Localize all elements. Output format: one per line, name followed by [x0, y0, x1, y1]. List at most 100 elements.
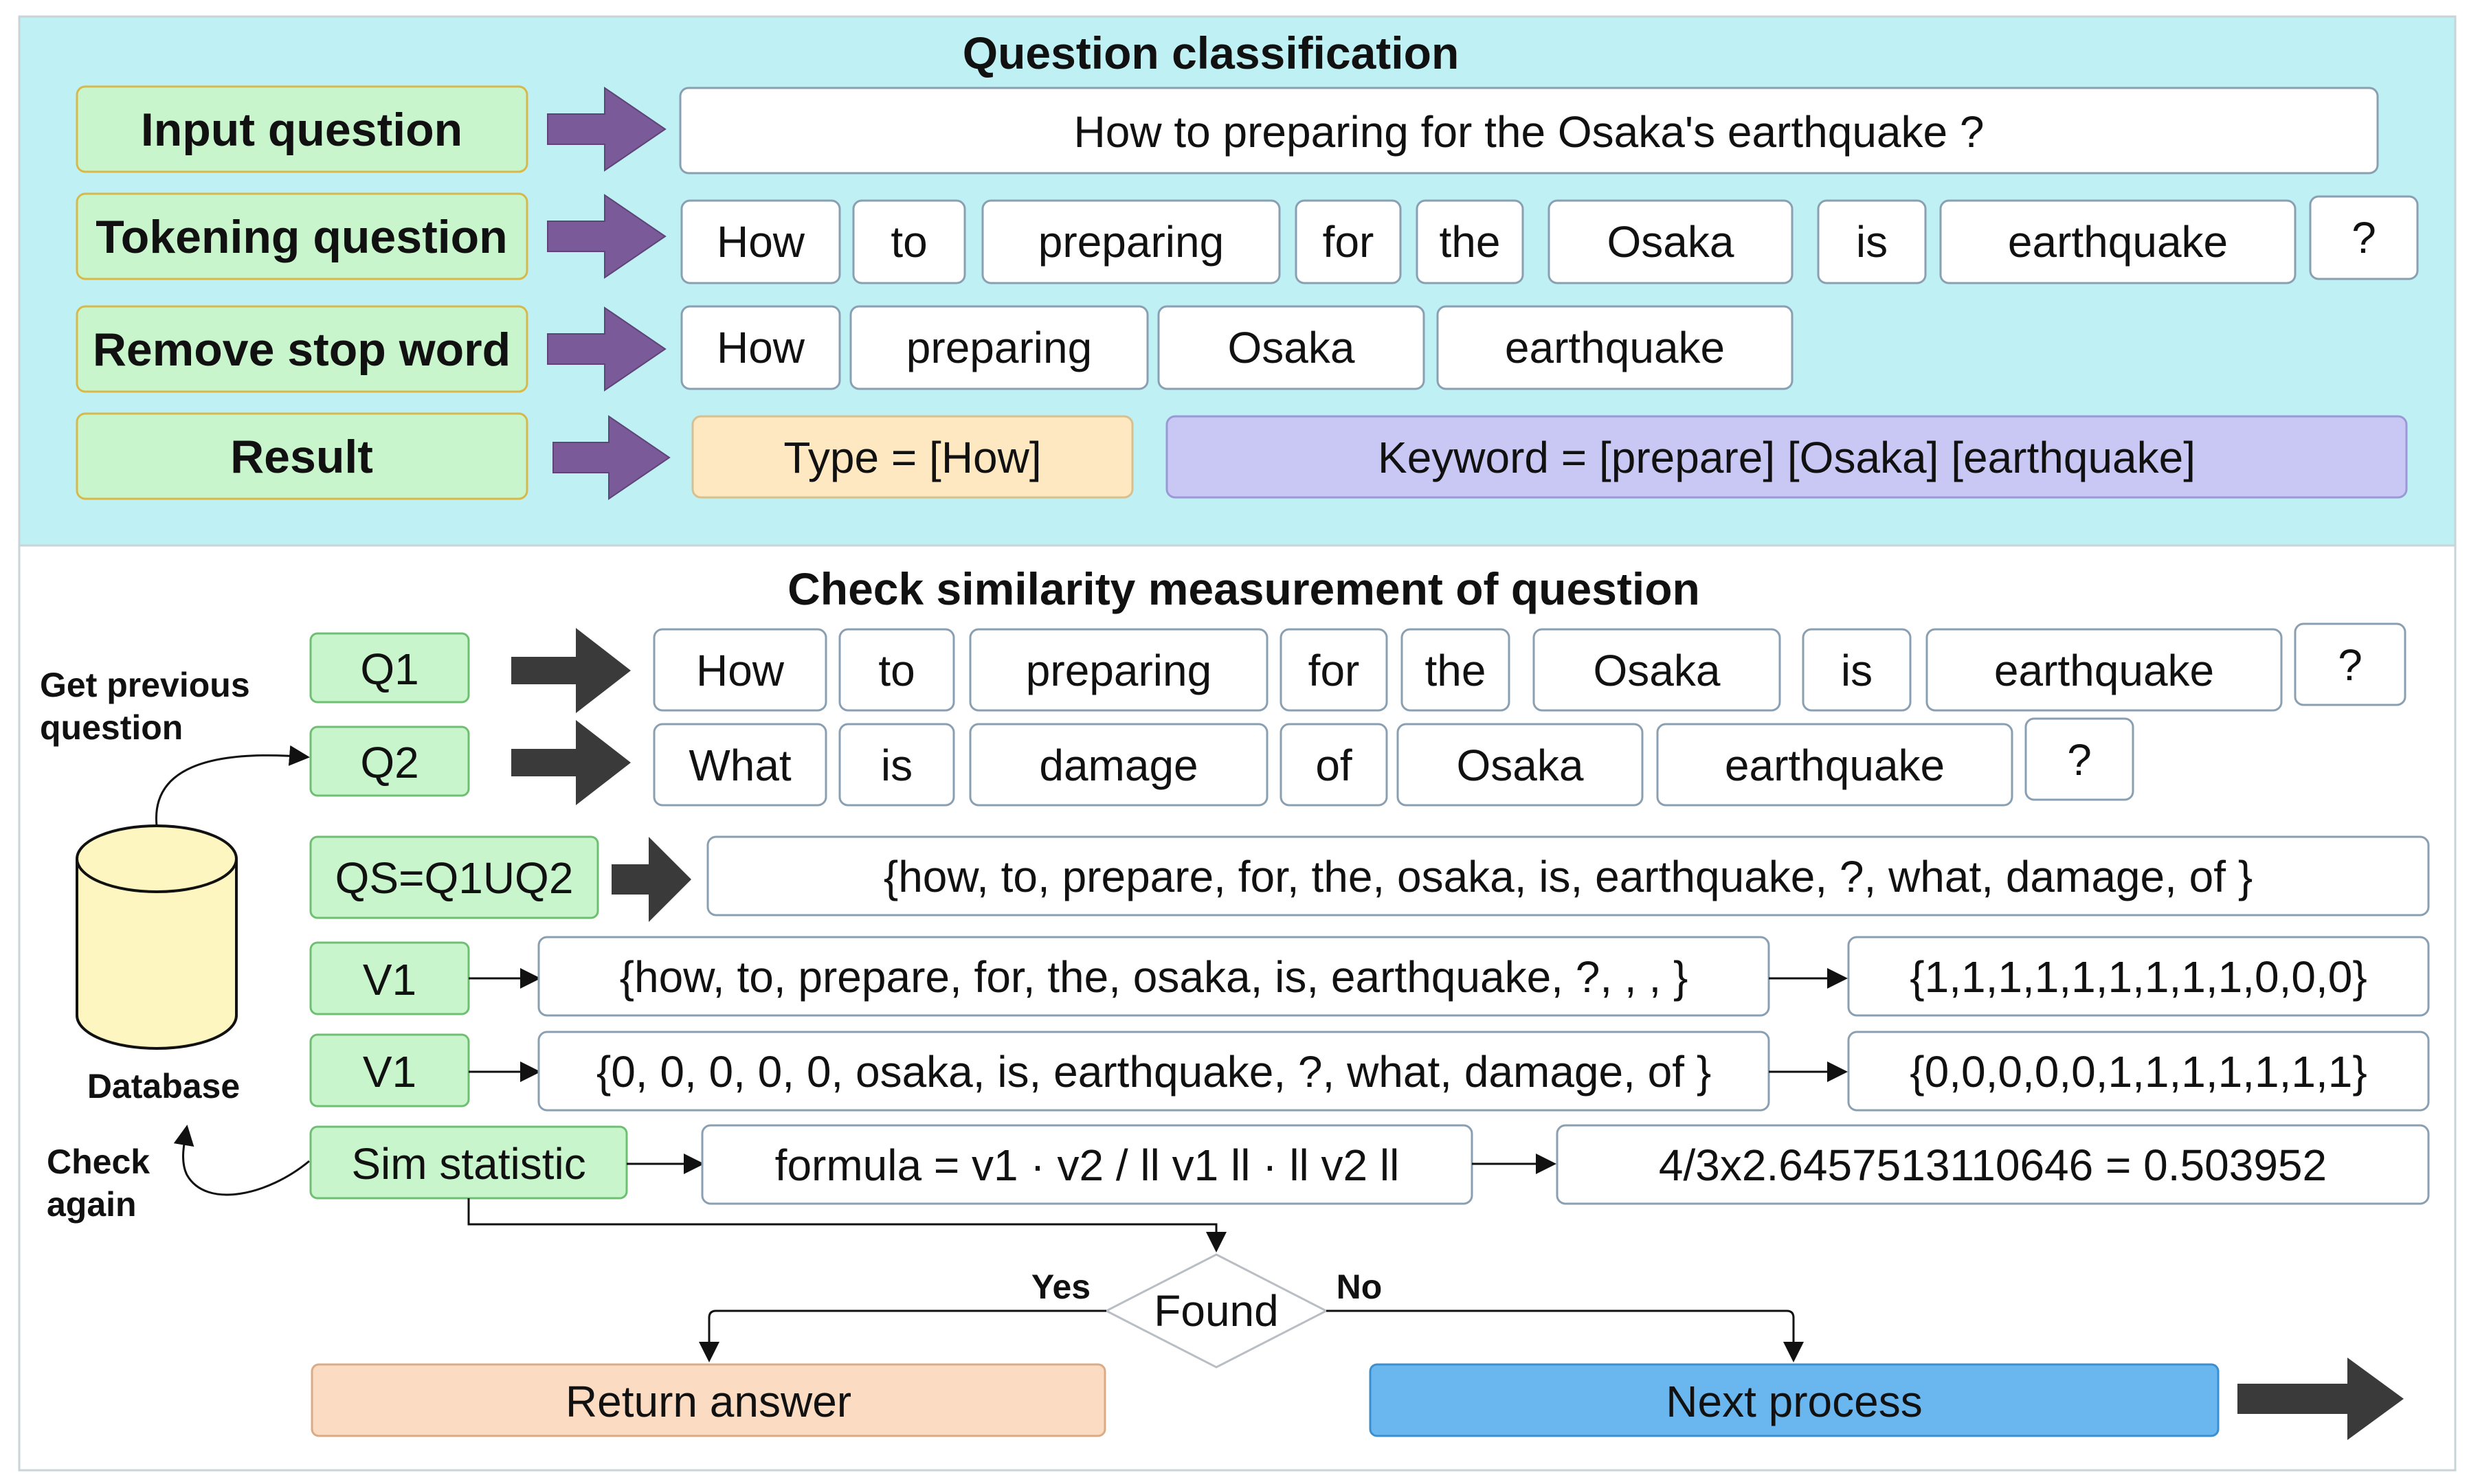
token-text: earthquake — [1994, 646, 2214, 695]
token: How — [680, 305, 841, 390]
purple-arrow-4 — [552, 415, 671, 500]
token-text: is — [881, 741, 913, 790]
token: for — [1280, 628, 1388, 712]
step-result-label: Result — [230, 431, 373, 483]
return-answer-box: Return answer — [311, 1363, 1106, 1437]
v1-set-text: {how, to, prepare, for, the, osaka, is, … — [620, 952, 1688, 1002]
question-classification-title: Question classification — [963, 27, 1460, 78]
sim-result-text: 4/3x2.6457513110646 = 0.503952 — [1659, 1140, 2327, 1190]
step-remove-stop-word: Remove stop word — [76, 305, 528, 393]
token: the — [1416, 199, 1524, 284]
check-again-label-line1: Check — [47, 1143, 150, 1181]
token: to — [838, 628, 955, 712]
found-label: Found — [1154, 1286, 1278, 1336]
purple-arrow-3 — [547, 306, 667, 392]
token-text: damage — [1039, 741, 1198, 790]
token-text: Osaka — [1457, 741, 1584, 790]
qs-set-text: {how, to, prepare, for, the, osaka, is, … — [884, 852, 2253, 901]
token: Osaka — [1396, 723, 1644, 807]
step-tokening-question-label: Tokening question — [96, 211, 507, 263]
token-text: ? — [2338, 640, 2362, 690]
step-input-question: Input question — [76, 85, 528, 173]
v1-label: V1 — [363, 955, 416, 1004]
token: damage — [969, 723, 1269, 807]
return-answer-label: Return answer — [566, 1377, 851, 1426]
get-previous-label-line1: Get previous — [40, 666, 250, 704]
token-text: Osaka — [1228, 323, 1355, 372]
token-text: Osaka — [1594, 646, 1721, 695]
dark-arrow-q1 — [511, 628, 631, 713]
token: How — [653, 628, 827, 712]
q1-label: Q1 — [360, 644, 418, 694]
token-text: How — [717, 323, 805, 372]
v2-label: V1 — [363, 1047, 416, 1097]
q2-label: Q2 — [360, 738, 418, 787]
token: earthquake — [1939, 199, 2297, 284]
token-text: What — [689, 741, 792, 790]
qs-label: QS=Q1UQ2 — [335, 853, 574, 903]
similarity-title: Check similarity measurement of question — [787, 563, 1700, 614]
v1-set-box: {how, to, prepare, for, the, osaka, is, … — [537, 936, 1770, 1017]
check-again-label-line2: again — [47, 1185, 137, 1224]
token: preparing — [981, 199, 1281, 284]
formula-box: formula = v1 · v2 / ll v1 ll · ll v2 ll — [701, 1124, 1473, 1205]
token-text: for — [1323, 217, 1374, 267]
v1-vector-box: {1,1,1,1,1,1,1,1,1,0,0,0} — [1847, 936, 2430, 1017]
no-label: No — [1337, 1268, 1383, 1306]
token-text: earthquake — [1725, 741, 1945, 790]
token: of — [1280, 723, 1388, 807]
token: earthquake — [1656, 723, 2013, 807]
v1-box: V1 — [309, 941, 470, 1015]
v2-set-box: {0, 0, 0, 0, 0, osaka, is, earthquake, ?… — [537, 1031, 1770, 1112]
keyword-result-text: Keyword = [prepare] [Osaka] [earthquake] — [1378, 433, 2196, 482]
v2-vector-text: {0,0,0,0,0,1,1,1,1,1,1,1} — [1910, 1047, 2367, 1097]
token: Osaka — [1157, 305, 1425, 390]
purple-arrow-1 — [547, 87, 667, 172]
token-text: ? — [2351, 213, 2376, 262]
next-process-box: Next process — [1369, 1363, 2220, 1437]
token-text: How — [696, 646, 785, 695]
token: preparing — [969, 628, 1269, 712]
token: is — [1817, 199, 1927, 284]
token-text: preparing — [906, 323, 1092, 372]
token-text: preparing — [1026, 646, 1211, 695]
token: Osaka — [1548, 199, 1794, 284]
token: to — [852, 199, 966, 284]
found-decision: Found — [1104, 1253, 1329, 1369]
token: the — [1400, 628, 1510, 712]
purple-arrow-2 — [547, 194, 667, 279]
token-text: How — [717, 217, 805, 267]
token: What — [653, 723, 827, 807]
token: is — [838, 723, 955, 807]
dark-arrow-q2 — [511, 720, 631, 805]
keyword-result-box: Keyword = [prepare] [Osaka] [earthquake] — [1165, 415, 2408, 499]
qs-set-box: {how, to, prepare, for, the, osaka, is, … — [706, 835, 2430, 917]
yes-label: Yes — [1031, 1268, 1091, 1306]
step-tokening-question: Tokening question — [76, 192, 528, 280]
sim-to-decision-connector — [467, 1198, 1227, 1252]
q1-tokens-row: How to preparing for the Osaka is earthq… — [653, 622, 2406, 712]
q2-tokens-row: What is damage of Osaka earthquake ? — [653, 717, 2134, 807]
token: Osaka — [1532, 628, 1781, 712]
no-connector — [1326, 1309, 1804, 1362]
token-text: to — [891, 217, 927, 267]
v2-set-text: {0, 0, 0, 0, 0, osaka, is, earthquake, ?… — [596, 1047, 1711, 1097]
token-text: to — [878, 646, 915, 695]
database-label: Database — [87, 1067, 240, 1105]
token-text: of — [1315, 741, 1352, 790]
sim-statistic-label: Sim statistic — [351, 1139, 585, 1189]
token-text: preparing — [1038, 217, 1224, 267]
get-previous-label-line2: question — [40, 708, 183, 747]
token-text: for — [1308, 646, 1360, 695]
type-result-text: Type = [How] — [783, 433, 1041, 482]
token-text: ? — [2067, 735, 2092, 785]
token: is — [1802, 628, 1912, 712]
token-text: earthquake — [2008, 217, 2228, 267]
sim-result-box: 4/3x2.6457513110646 = 0.503952 — [1556, 1124, 2430, 1205]
qs-box: QS=Q1UQ2 — [309, 835, 599, 919]
next-process-label: Next process — [1666, 1377, 1922, 1426]
token-text: earthquake — [1505, 323, 1725, 372]
token: earthquake — [1436, 305, 1794, 390]
token: ? — [2294, 622, 2406, 706]
